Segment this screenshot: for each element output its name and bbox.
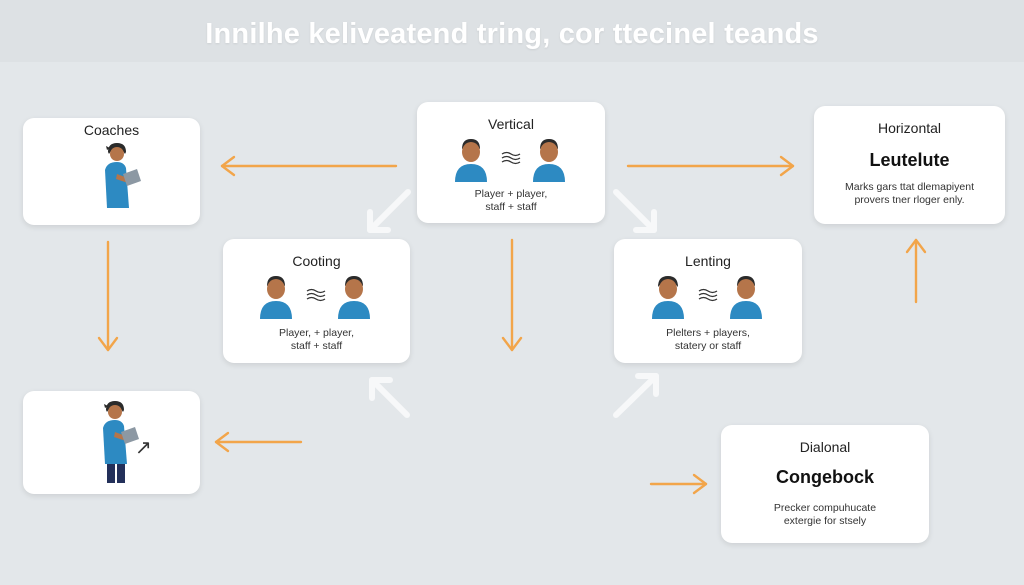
dialonal-card-heading: Congebock [775,467,874,487]
vertical-card-text-line1: Player + player, [474,188,548,200]
white-arrow-up-to-lenting [613,373,659,418]
coach-with-tablet-icon [103,401,139,483]
title-band [0,0,1024,62]
cooting-card-label: Cooting [292,253,341,269]
horizontal-card: Horizontal Leutelute Marks gars ttat dle… [814,106,1005,224]
white-arrow-to-cooting [367,189,411,233]
coach-bottom-card: ↗ [23,391,200,494]
coaches-card: Coaches [23,118,200,225]
dialonal-card-label: Dialonal [799,439,851,455]
vertical-card-label: Vertical [488,116,534,132]
cooting-card-text-line2: staff + staff [290,340,343,352]
coaches-card-label: Coaches [83,122,140,138]
coach-with-tablet-icon [105,143,141,208]
two-people-exchange-icon [260,276,370,319]
lenting-card: Lenting Plelters + players, statery or s… [614,239,802,363]
double-arrow-icon: ↗ [135,437,152,459]
white-arrow-to-lenting [613,189,657,233]
arrow-vertical-to-horizontal [626,155,795,177]
cooting-card: Cooting Player, + player, staff + staff [223,239,410,363]
arrow-vertical-down [501,238,523,352]
arrow-up-to-horizontal [905,238,927,304]
vertical-card-text-line2: staff + staff [485,201,537,213]
page-title: Innilhe keliveatend tring, cor ttecinel … [205,18,819,50]
arrow-coaches-down [97,240,119,352]
lenting-card-label: Lenting [685,253,731,269]
lenting-card-text-line2: statery or staff [674,340,742,352]
arrow-into-dialonal [649,473,708,495]
horizontal-card-label: Horizontal [877,120,942,136]
horizontal-card-text-line1: Marks gars ttat dlemapiyent [845,181,974,193]
two-people-exchange-icon [455,139,565,182]
two-people-exchange-icon [652,276,762,319]
vertical-card: Vertical Player + player, staff + staff [417,102,605,223]
horizontal-card-heading: Leutelute [869,150,950,170]
cooting-card-text-line1: Player, + player, [278,327,354,339]
dialonal-card: Dialonal Congebock Precker compuhucate e… [721,425,929,543]
arrow-vertical-to-coaches [220,155,398,177]
arrow-into-coach-bottom [214,431,303,453]
dialonal-card-text-line1: Precker compuhucate [773,502,877,514]
lenting-card-text-line1: Plelters + players, [666,327,750,339]
dialonal-card-text-line2: extergie for stsely [783,515,867,527]
horizontal-card-text-line2: provers tner rloger enly. [854,194,965,206]
white-arrow-up-to-cooting [369,377,410,418]
